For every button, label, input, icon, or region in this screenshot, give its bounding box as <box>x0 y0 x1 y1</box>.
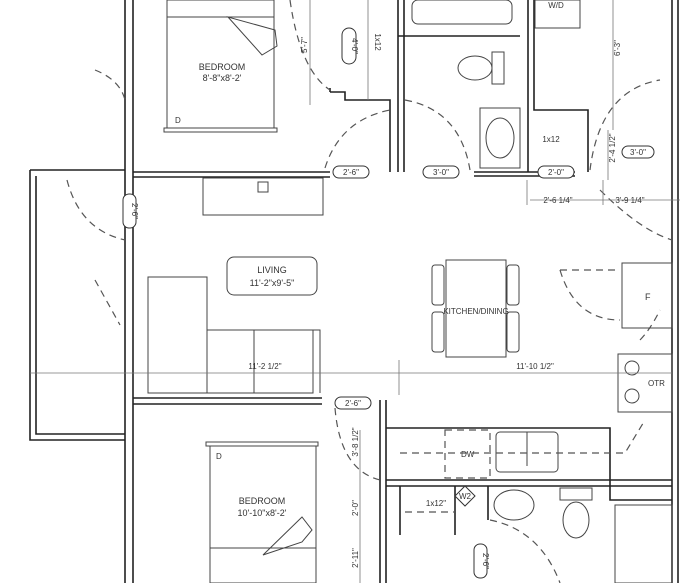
door-tag: 3'-0" <box>433 168 449 177</box>
door-tag: 3'-0" <box>630 148 646 157</box>
room-size-living: 11'-2"x9'-5" <box>250 278 295 288</box>
shelf-label: 1x12 <box>542 135 560 144</box>
dim: 3'-9 1/4" <box>615 196 644 205</box>
door-tag: 4'-0" <box>350 38 359 54</box>
room-name-bedroom-bottom: BEDROOM <box>239 496 286 506</box>
door-tag: 2'-6" <box>345 399 361 408</box>
room-size-bedroom-top: 8'-8"x8'-2' <box>203 73 242 83</box>
dim: 5'-7" <box>300 37 309 53</box>
room-name-bedroom-top: BEDROOM <box>199 62 246 72</box>
dishwasher-label: DW <box>461 450 475 459</box>
bed-bottom: D <box>205 441 319 583</box>
door-tag: 2'-0" <box>548 168 564 177</box>
dim-living-width: 11'-2 1/2" <box>248 362 281 371</box>
shelf-label: 1x12 <box>373 33 382 51</box>
bed-marker: D <box>216 452 222 461</box>
fridge-label: F <box>645 292 651 302</box>
door-tag: 2'-6" <box>130 203 139 219</box>
sofa <box>147 276 321 394</box>
fridge <box>621 262 673 329</box>
door-tags: 2'-6" 3'-0" 2'-0" 3'-0" 2'-6" 4'-0" 2'-6… <box>122 27 655 579</box>
bathroom-top: W/D <box>411 0 581 169</box>
dim: 2'-11" <box>351 548 360 568</box>
dishwasher <box>444 429 491 479</box>
window-tag-label: W2 <box>459 492 472 501</box>
room-name-kitchen: KITCHEN/DINING <box>443 307 508 316</box>
dim: 2'-4 1/2" <box>608 133 617 162</box>
walls <box>29 0 679 583</box>
shelf-label-bottom: 1x12" <box>426 499 446 508</box>
dim: 2'-0" <box>351 500 360 516</box>
room-size-bedroom-bottom: 10'-10"x8'-2' <box>238 508 287 518</box>
window-tag: W2 <box>454 485 476 507</box>
range-label: OTR <box>648 379 665 388</box>
living-label-box <box>226 256 318 296</box>
dining-table <box>431 259 520 358</box>
door-tag: 2'-6" <box>343 168 359 177</box>
dim: 2'-6 1/4" <box>543 196 572 205</box>
washer-dryer-label: W/D <box>548 1 564 10</box>
room-name-living: LIVING <box>257 265 287 275</box>
range <box>617 353 673 413</box>
dim-kitchen-width: 11'-10 1/2" <box>516 362 554 371</box>
bed-top: D <box>163 0 278 133</box>
dim: 6'-3" <box>613 40 622 56</box>
door-tag: 2'-6" <box>481 553 490 569</box>
dim: 3'-8 1/2" <box>351 427 360 456</box>
bed-marker: D <box>175 116 181 125</box>
